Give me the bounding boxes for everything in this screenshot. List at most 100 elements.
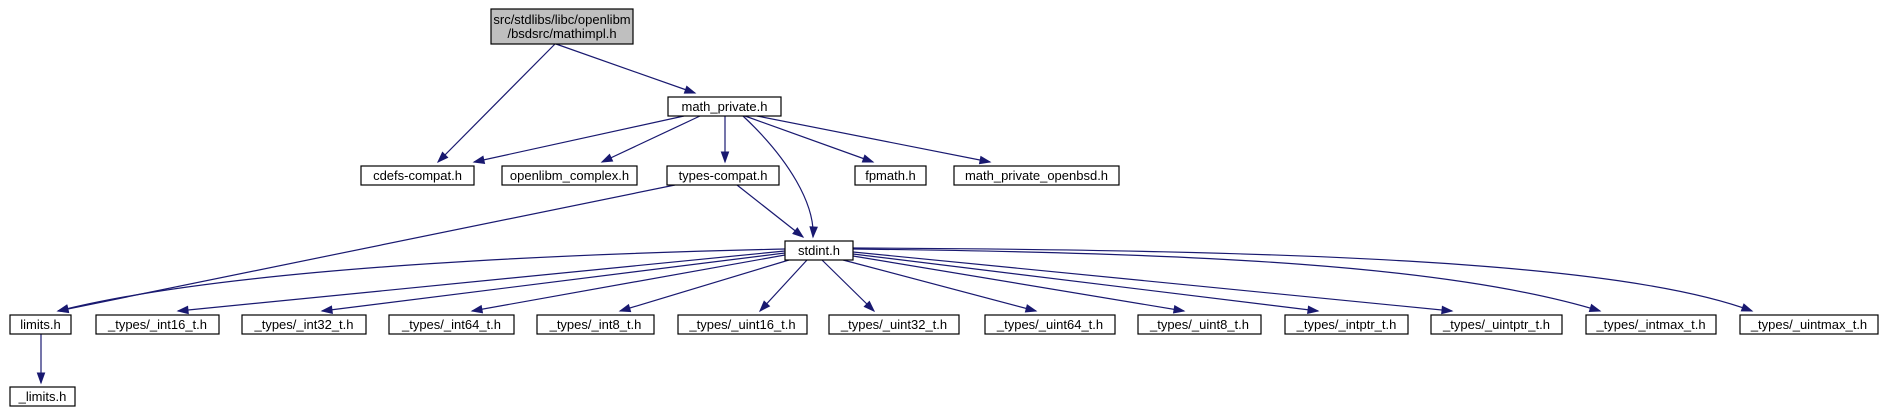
edge-line xyxy=(756,115,991,163)
node-math-private[interactable]: math_private.h xyxy=(667,96,782,117)
edge-line xyxy=(57,248,786,312)
edge-arrowhead xyxy=(1441,305,1454,315)
edge-stdint-to-intptr xyxy=(852,253,1320,315)
nodes-layer: src/stdlibs/libc/openlibm/bsdsrc/mathimp… xyxy=(9,8,1879,407)
node-fpmath[interactable]: fpmath.h xyxy=(854,165,927,186)
edge-arrowhead xyxy=(683,85,697,94)
node-box xyxy=(677,314,808,335)
node-box xyxy=(828,314,960,335)
edge-arrowhead xyxy=(758,300,771,313)
edge-line xyxy=(473,115,685,163)
edge-line xyxy=(821,259,875,312)
node-mathimpl: src/stdlibs/libc/openlibm/bsdsrc/mathimp… xyxy=(490,8,634,45)
node-label: _types/_uintptr_t.h xyxy=(1442,317,1550,332)
node-label: _types/_intmax_t.h xyxy=(1595,317,1705,332)
edge-stdint-to-uint32 xyxy=(821,259,876,313)
node-types-compat[interactable]: types-compat.h xyxy=(666,165,780,186)
edge-stdint-to-int16 xyxy=(176,250,786,315)
edge-line xyxy=(177,250,786,312)
node-int32[interactable]: _types/_int32_t.h xyxy=(241,314,367,335)
edge-mathimpl-to-math_private xyxy=(555,43,697,94)
edge-arrowhead xyxy=(36,372,46,385)
node-label: math_private_openbsd.h xyxy=(965,168,1108,183)
edge-line xyxy=(321,252,786,312)
edge-arrowhead xyxy=(618,303,632,313)
edge-line xyxy=(736,184,804,238)
node-label: _types/_int16_t.h xyxy=(107,317,207,332)
edge-arrowhead xyxy=(600,153,614,163)
edge-line xyxy=(619,259,790,312)
edge-line xyxy=(852,247,1753,312)
edge-line xyxy=(852,253,1319,312)
node-cdefs-compat[interactable]: cdefs-compat.h xyxy=(360,165,475,186)
node-label: _types/_intptr_t.h xyxy=(1296,317,1397,332)
node-box xyxy=(953,165,1120,186)
node-uint64[interactable]: _types/_uint64_t.h xyxy=(984,314,1116,335)
edge-line xyxy=(57,184,676,312)
node-box xyxy=(1430,314,1563,335)
node-int16[interactable]: _types/_int16_t.h xyxy=(95,314,220,335)
edge-arrowhead xyxy=(436,151,449,164)
node-intptr[interactable]: _types/_intptr_t.h xyxy=(1284,314,1409,335)
node-label: _types/_uint8_t.h xyxy=(1149,317,1249,332)
node-intmax[interactable]: _types/_intmax_t.h xyxy=(1585,314,1717,335)
edge-mathimpl-to-cdefs_compat xyxy=(436,43,556,164)
node-label: cdefs-compat.h xyxy=(373,168,462,183)
node-box xyxy=(1739,314,1879,335)
node-box xyxy=(784,240,854,261)
node-box xyxy=(1284,314,1409,335)
edge-stdint-to-int32 xyxy=(320,252,786,314)
node-limits[interactable]: limits.h xyxy=(9,314,72,335)
node-uintptr[interactable]: _types/_uintptr_t.h xyxy=(1430,314,1563,335)
edge-line xyxy=(759,259,808,312)
node-box xyxy=(667,96,782,117)
node--limits[interactable]: _limits.h xyxy=(9,386,76,407)
edge-line xyxy=(852,248,1601,312)
node-box xyxy=(388,314,515,335)
node-stdint[interactable]: stdint.h xyxy=(784,240,854,261)
node-box xyxy=(360,165,475,186)
node-uint16[interactable]: _types/_uint16_t.h xyxy=(677,314,808,335)
node-box xyxy=(95,314,220,335)
node-label: types-compat.h xyxy=(679,168,768,183)
edge-arrowhead xyxy=(1588,303,1602,313)
node-label: math_private.h xyxy=(682,99,768,114)
node-box xyxy=(241,314,367,335)
node-label: _types/_int32_t.h xyxy=(253,317,353,332)
node-openlibm-complex[interactable]: openlibm_complex.h xyxy=(501,165,638,186)
edge-arrowhead xyxy=(861,154,875,163)
node-int8[interactable]: _types/_int8_t.h xyxy=(536,314,655,335)
edge-line xyxy=(555,43,696,94)
node-box xyxy=(9,386,76,407)
edge-math_private-to-openlibm_complex xyxy=(600,115,701,163)
edge-types_compat-to-stdint xyxy=(736,184,805,238)
node-uint8[interactable]: _types/_uint8_t.h xyxy=(1137,314,1262,335)
edge-math_private-to-types_compat xyxy=(720,116,730,164)
edge-arrowhead xyxy=(470,304,484,314)
edge-arrowhead xyxy=(1172,305,1186,314)
node-uint32[interactable]: _types/_uint32_t.h xyxy=(828,314,960,335)
node-uintmax[interactable]: _types/_uintmax_t.h xyxy=(1739,314,1879,335)
edge-arrowhead xyxy=(978,155,992,165)
edge-stdint-to-limits xyxy=(56,248,786,313)
node-box xyxy=(490,8,634,45)
edge-arrowhead xyxy=(320,305,333,314)
node-math-private-openbsd[interactable]: math_private_openbsd.h xyxy=(953,165,1120,186)
node-box xyxy=(9,314,72,335)
edge-stdint-to-uint16 xyxy=(758,259,808,313)
node-int64[interactable]: _types/_int64_t.h xyxy=(388,314,515,335)
edge-stdint-to-int64 xyxy=(470,254,786,314)
node-box xyxy=(854,165,927,186)
node-label: _types/_uint16_t.h xyxy=(688,317,795,332)
edge-arrowhead xyxy=(1024,304,1038,313)
edge-arrowhead xyxy=(863,300,876,313)
edge-arrowhead xyxy=(720,151,730,164)
edge-line xyxy=(471,254,786,312)
node-label: _types/_int64_t.h xyxy=(401,317,501,332)
node-label: src/stdlibs/libc/openlibm xyxy=(493,12,630,27)
edge-arrowhead xyxy=(56,304,70,313)
edge-line xyxy=(852,255,1185,312)
edge-stdint-to-uint64 xyxy=(842,259,1038,313)
node-label: openlibm_complex.h xyxy=(510,168,629,183)
